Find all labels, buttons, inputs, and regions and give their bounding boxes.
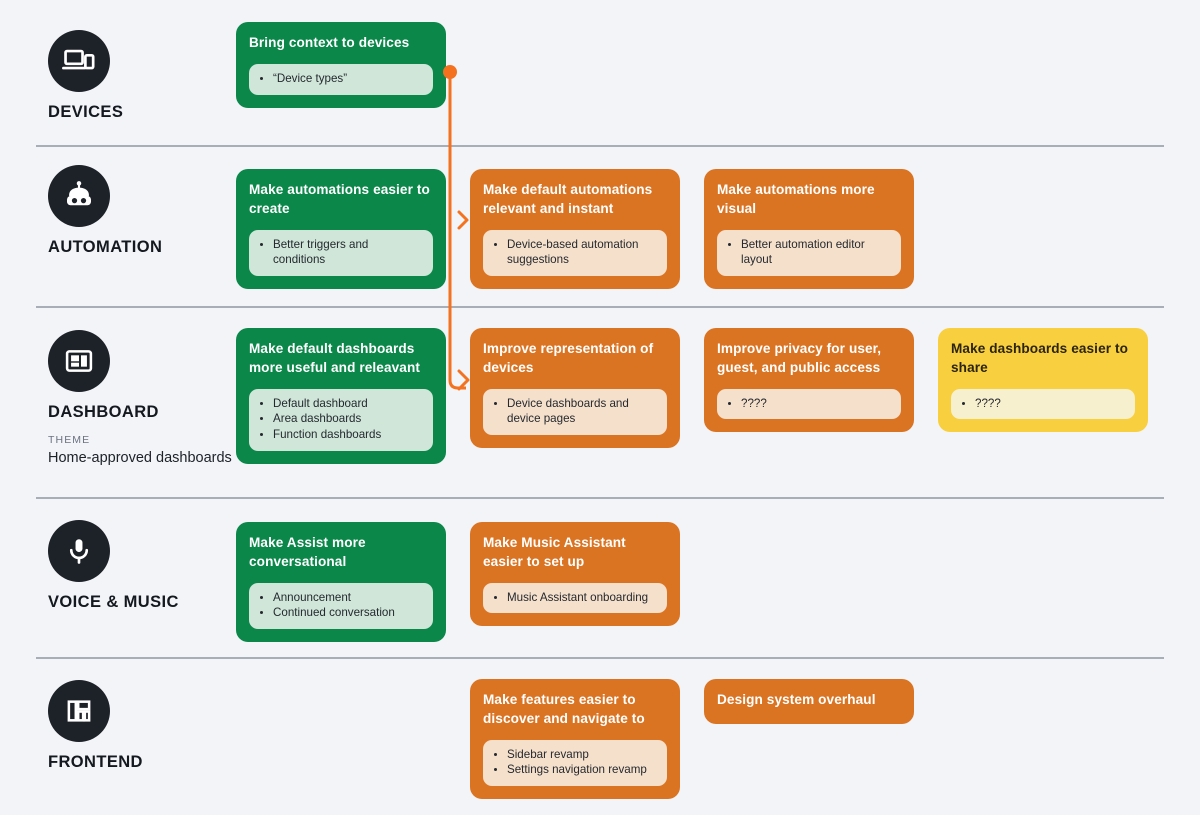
card-make-assist-more-conversational[interactable]: Make Assist more conversational Announce… (236, 522, 446, 643)
lane-title: DEVICES (48, 103, 124, 121)
list-item: Settings navigation revamp (507, 762, 657, 778)
list-item: Better triggers and conditions (273, 237, 423, 269)
list-item: Continued conversation (273, 605, 423, 621)
card-make-features-easier-to-discover[interactable]: Make features easier to discover and nav… (470, 679, 680, 800)
lane-title: AUTOMATION (48, 238, 163, 256)
list-item: Better automation editor layout (741, 237, 891, 269)
card-items: Announcement Continued conversation (249, 582, 433, 630)
devices-icon (48, 30, 110, 92)
theme-label: THEME (48, 434, 91, 446)
layout-icon (48, 680, 110, 742)
dashboard-icon (48, 330, 110, 392)
card-improve-privacy[interactable]: Improve privacy for user, guest, and pub… (704, 328, 914, 433)
card-title: Improve privacy for user, guest, and pub… (717, 341, 882, 375)
microphone-icon (48, 520, 110, 582)
lane-dashboard: DASHBOARD THEME Home-approved dashboards… (0, 306, 1200, 497)
card-make-automations-easier-to-create[interactable]: Make automations easier to create Better… (236, 169, 446, 290)
card-title: Make default automations relevant and in… (483, 182, 653, 216)
row-divider (36, 145, 1164, 147)
lane-frontend: FRONTEND Make features easier to discove… (0, 657, 1200, 815)
card-bring-context-to-devices[interactable]: Bring context to devices “Device types” (236, 22, 446, 108)
card-title: Improve representation of devices (483, 341, 654, 375)
card-items: “Device types” (249, 63, 433, 95)
card-items: Default dashboard Area dashboards Functi… (249, 388, 433, 452)
card-title: Make default dashboards more useful and … (249, 341, 420, 375)
card-make-default-automations-relevant-and-instant[interactable]: Make default automations relevant and in… (470, 169, 680, 290)
card-make-dashboards-easier-to-share[interactable]: Make dashboards easier to share ???? (938, 328, 1148, 433)
lane-label-frontend: FRONTEND (48, 680, 238, 772)
lane-devices: DEVICES Bring context to devices “Device… (0, 0, 1200, 145)
card-items: ???? (951, 388, 1135, 420)
lane-label-dashboard: DASHBOARD THEME Home-approved dashboards (48, 330, 238, 468)
card-make-default-dashboards-more-useful[interactable]: Make default dashboards more useful and … (236, 328, 446, 465)
card-items: Better automation editor layout (717, 229, 901, 277)
card-items: Better triggers and conditions (249, 229, 433, 277)
list-item: “Device types” (273, 71, 423, 87)
card-items: ???? (717, 388, 901, 420)
list-item: Area dashboards (273, 411, 423, 427)
lane-automation: AUTOMATION Make automations easier to cr… (0, 145, 1200, 306)
card-improve-representation-of-devices[interactable]: Improve representation of devices Device… (470, 328, 680, 449)
card-make-music-assistant-easier-to-set-up[interactable]: Make Music Assistant easier to set up Mu… (470, 522, 680, 627)
list-item: Device-based automation suggestions (507, 237, 657, 269)
lane-title: DASHBOARD (48, 403, 159, 421)
row-divider (36, 657, 1164, 659)
list-item: Music Assistant onboarding (507, 590, 657, 606)
lane-title: VOICE & MUSIC (48, 593, 179, 611)
card-title: Design system overhaul (717, 692, 876, 707)
robot-icon (48, 165, 110, 227)
list-item: Sidebar revamp (507, 747, 657, 763)
card-items: Music Assistant onboarding (483, 582, 667, 614)
card-title: Make features easier to discover and nav… (483, 692, 645, 726)
card-title: Make automations more visual (717, 182, 875, 216)
theme-text: Home-approved dashboards (48, 450, 232, 466)
list-item: Default dashboard (273, 396, 423, 412)
row-divider (36, 497, 1164, 499)
list-item: Function dashboards (273, 427, 423, 443)
list-item: Device dashboards and device pages (507, 396, 657, 428)
list-item: ???? (975, 396, 1125, 412)
card-title: Make dashboards easier to share (951, 341, 1129, 375)
card-design-system-overhaul[interactable]: Design system overhaul (704, 679, 914, 724)
lane-label-devices: DEVICES (48, 30, 238, 122)
card-title: Bring context to devices (249, 35, 410, 50)
lane-title: FRONTEND (48, 753, 143, 771)
card-items: Device dashboards and device pages (483, 388, 667, 436)
card-title: Make Music Assistant easier to set up (483, 535, 626, 569)
list-item: ???? (741, 396, 891, 412)
row-divider (36, 306, 1164, 308)
card-items: Sidebar revamp Settings navigation revam… (483, 739, 667, 787)
card-items: Device-based automation suggestions (483, 229, 667, 277)
lane-label-voice-music: VOICE & MUSIC (48, 520, 238, 612)
card-title: Make automations easier to create (249, 182, 430, 216)
card-make-automations-more-visual[interactable]: Make automations more visual Better auto… (704, 169, 914, 290)
card-title: Make Assist more conversational (249, 535, 366, 569)
lane-label-automation: AUTOMATION (48, 165, 238, 257)
lane-voice-music: VOICE & MUSIC Make Assist more conversat… (0, 497, 1200, 657)
list-item: Announcement (273, 590, 423, 606)
